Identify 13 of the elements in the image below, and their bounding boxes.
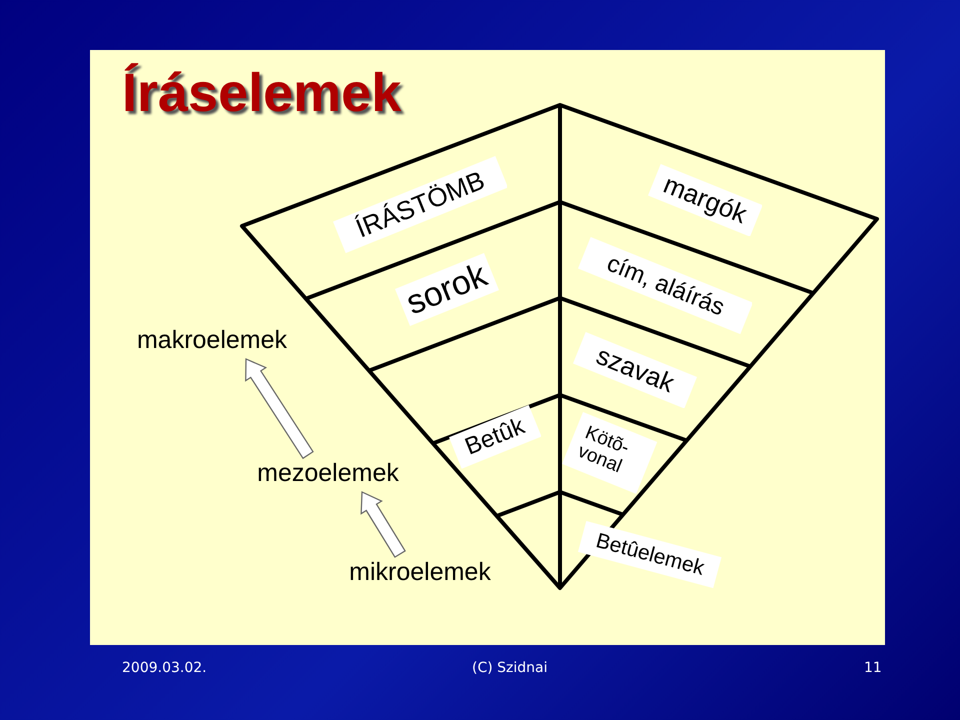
footer-date: 2009.03.02.	[122, 660, 207, 676]
block-arrow	[245, 358, 314, 460]
label-box: sorok	[395, 253, 499, 327]
label-box: Kötõ- vonal	[562, 412, 658, 494]
page-number: 11	[864, 660, 882, 676]
footer-credit: (C) Szidnai	[472, 660, 548, 676]
label-box: Betûk	[448, 405, 542, 469]
level-label: mezoelemek	[228, 456, 428, 490]
block-arrow	[360, 491, 406, 558]
level-label: mikroelemek	[320, 555, 520, 589]
label-box: szavak	[573, 332, 697, 408]
level-label: makroelemek	[112, 323, 312, 357]
slide-title: Íráselemek	[122, 62, 402, 124]
